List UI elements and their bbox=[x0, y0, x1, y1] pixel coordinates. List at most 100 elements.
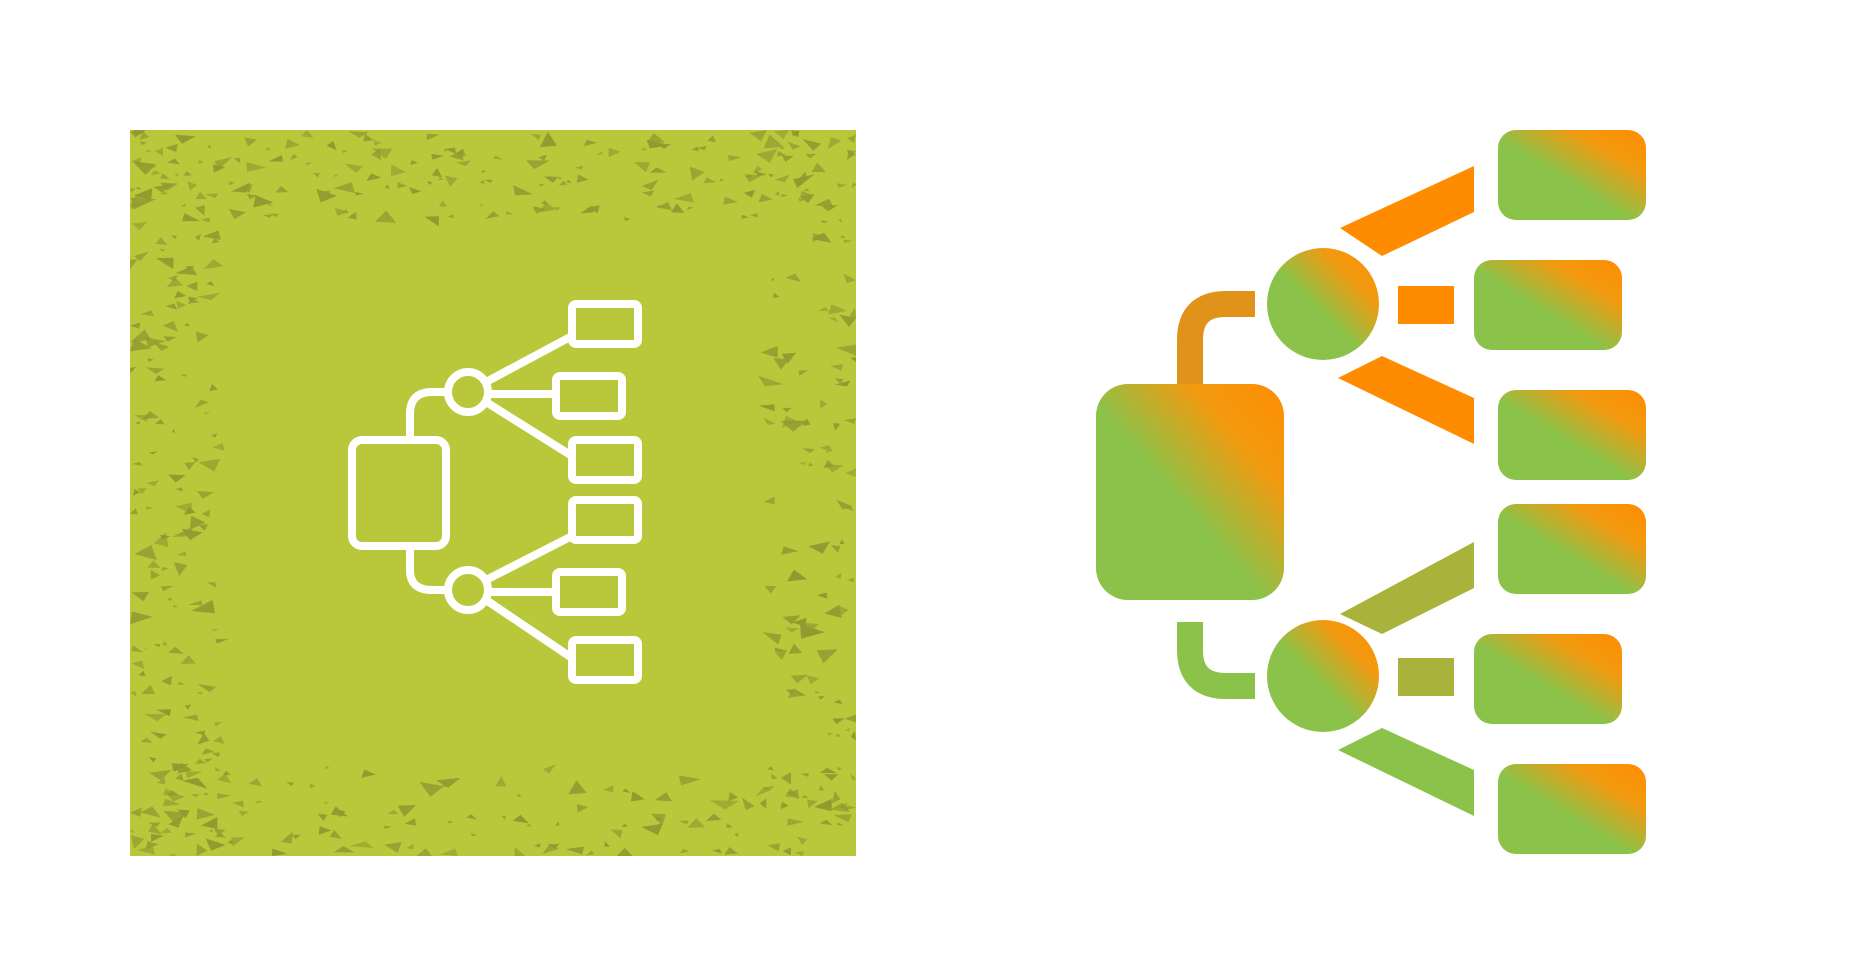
speckle bbox=[802, 418, 811, 426]
speckle bbox=[831, 545, 841, 553]
speckle bbox=[384, 825, 392, 829]
speckle bbox=[176, 551, 187, 557]
speckle bbox=[596, 151, 604, 155]
speckle bbox=[726, 823, 733, 828]
speckle bbox=[849, 773, 856, 781]
speckle bbox=[131, 645, 144, 653]
speckle bbox=[151, 833, 164, 842]
speckle bbox=[835, 380, 851, 387]
speckle bbox=[363, 133, 374, 142]
speckle bbox=[763, 496, 775, 505]
speckle bbox=[793, 174, 815, 189]
speckle bbox=[824, 604, 842, 618]
speckle bbox=[145, 149, 152, 153]
speckle bbox=[131, 660, 145, 670]
speckle bbox=[539, 184, 546, 187]
speckle bbox=[300, 130, 314, 138]
speckle bbox=[791, 130, 801, 137]
speckle bbox=[132, 488, 141, 496]
speckle bbox=[147, 560, 161, 568]
speckle bbox=[438, 200, 448, 207]
speckle bbox=[174, 172, 180, 177]
speckle bbox=[534, 843, 541, 848]
leaf-node-2-icon bbox=[1474, 260, 1622, 350]
speckle bbox=[248, 778, 263, 787]
speckle bbox=[155, 419, 165, 425]
speckle bbox=[200, 217, 211, 223]
speckle bbox=[756, 149, 778, 163]
speckle bbox=[348, 131, 370, 138]
speckle bbox=[165, 143, 178, 152]
speckle bbox=[818, 306, 829, 312]
speckle bbox=[742, 797, 755, 811]
speckle bbox=[820, 220, 829, 224]
speckle bbox=[641, 179, 659, 191]
speckle bbox=[847, 577, 854, 583]
speckle bbox=[318, 826, 332, 835]
speckle bbox=[849, 307, 856, 319]
speckle bbox=[133, 188, 153, 201]
speckle bbox=[807, 799, 818, 809]
speckle bbox=[654, 792, 672, 802]
speckle-texture bbox=[130, 130, 856, 856]
speckle bbox=[455, 148, 466, 157]
speckle bbox=[706, 813, 722, 821]
speckle bbox=[526, 160, 550, 170]
speckle bbox=[847, 134, 856, 143]
speckle bbox=[384, 184, 391, 189]
branch-node-bottom-icon bbox=[1267, 620, 1379, 732]
speckle bbox=[670, 203, 685, 213]
speckle bbox=[798, 462, 807, 465]
speckle bbox=[165, 303, 178, 310]
speckle bbox=[397, 182, 408, 189]
speckle bbox=[292, 834, 301, 839]
speckle bbox=[501, 815, 506, 821]
speckle bbox=[209, 383, 218, 392]
speckle bbox=[206, 281, 215, 287]
speckle bbox=[583, 139, 598, 147]
speckle bbox=[687, 818, 706, 828]
speckle bbox=[285, 138, 300, 149]
speckle bbox=[838, 218, 843, 223]
speckle bbox=[211, 238, 220, 244]
speckle bbox=[188, 600, 203, 606]
speckle bbox=[145, 367, 165, 374]
speckle bbox=[384, 842, 402, 853]
speckle bbox=[309, 783, 316, 789]
speckle bbox=[773, 130, 790, 139]
speckle bbox=[160, 173, 170, 180]
speckle bbox=[542, 843, 559, 854]
speckle bbox=[678, 775, 702, 786]
leaf-node-4-icon bbox=[568, 496, 642, 544]
speckle bbox=[762, 632, 782, 645]
speckle bbox=[447, 820, 454, 824]
speckle bbox=[782, 155, 794, 162]
speckle bbox=[229, 181, 235, 186]
leaf-node-5-icon bbox=[1474, 634, 1622, 724]
speckle bbox=[170, 234, 177, 240]
speckle bbox=[678, 820, 689, 825]
speckle bbox=[325, 765, 330, 770]
speckle bbox=[436, 777, 461, 788]
speckle bbox=[466, 814, 477, 820]
speckle bbox=[160, 585, 174, 592]
speckle bbox=[130, 830, 134, 834]
speckle bbox=[133, 130, 147, 138]
speckle bbox=[830, 364, 844, 371]
speckle bbox=[146, 480, 160, 487]
speckle bbox=[162, 320, 178, 332]
speckle bbox=[805, 153, 817, 159]
speckle bbox=[767, 843, 780, 852]
speckle bbox=[847, 152, 856, 160]
speckle bbox=[197, 292, 221, 301]
speckle bbox=[134, 544, 157, 560]
speckle bbox=[794, 851, 805, 856]
speckle bbox=[431, 167, 443, 178]
speckle bbox=[782, 615, 801, 625]
speckle bbox=[622, 788, 631, 793]
speckle bbox=[182, 777, 208, 789]
speckle bbox=[167, 275, 178, 282]
speckle bbox=[843, 418, 856, 424]
speckle bbox=[184, 832, 197, 838]
